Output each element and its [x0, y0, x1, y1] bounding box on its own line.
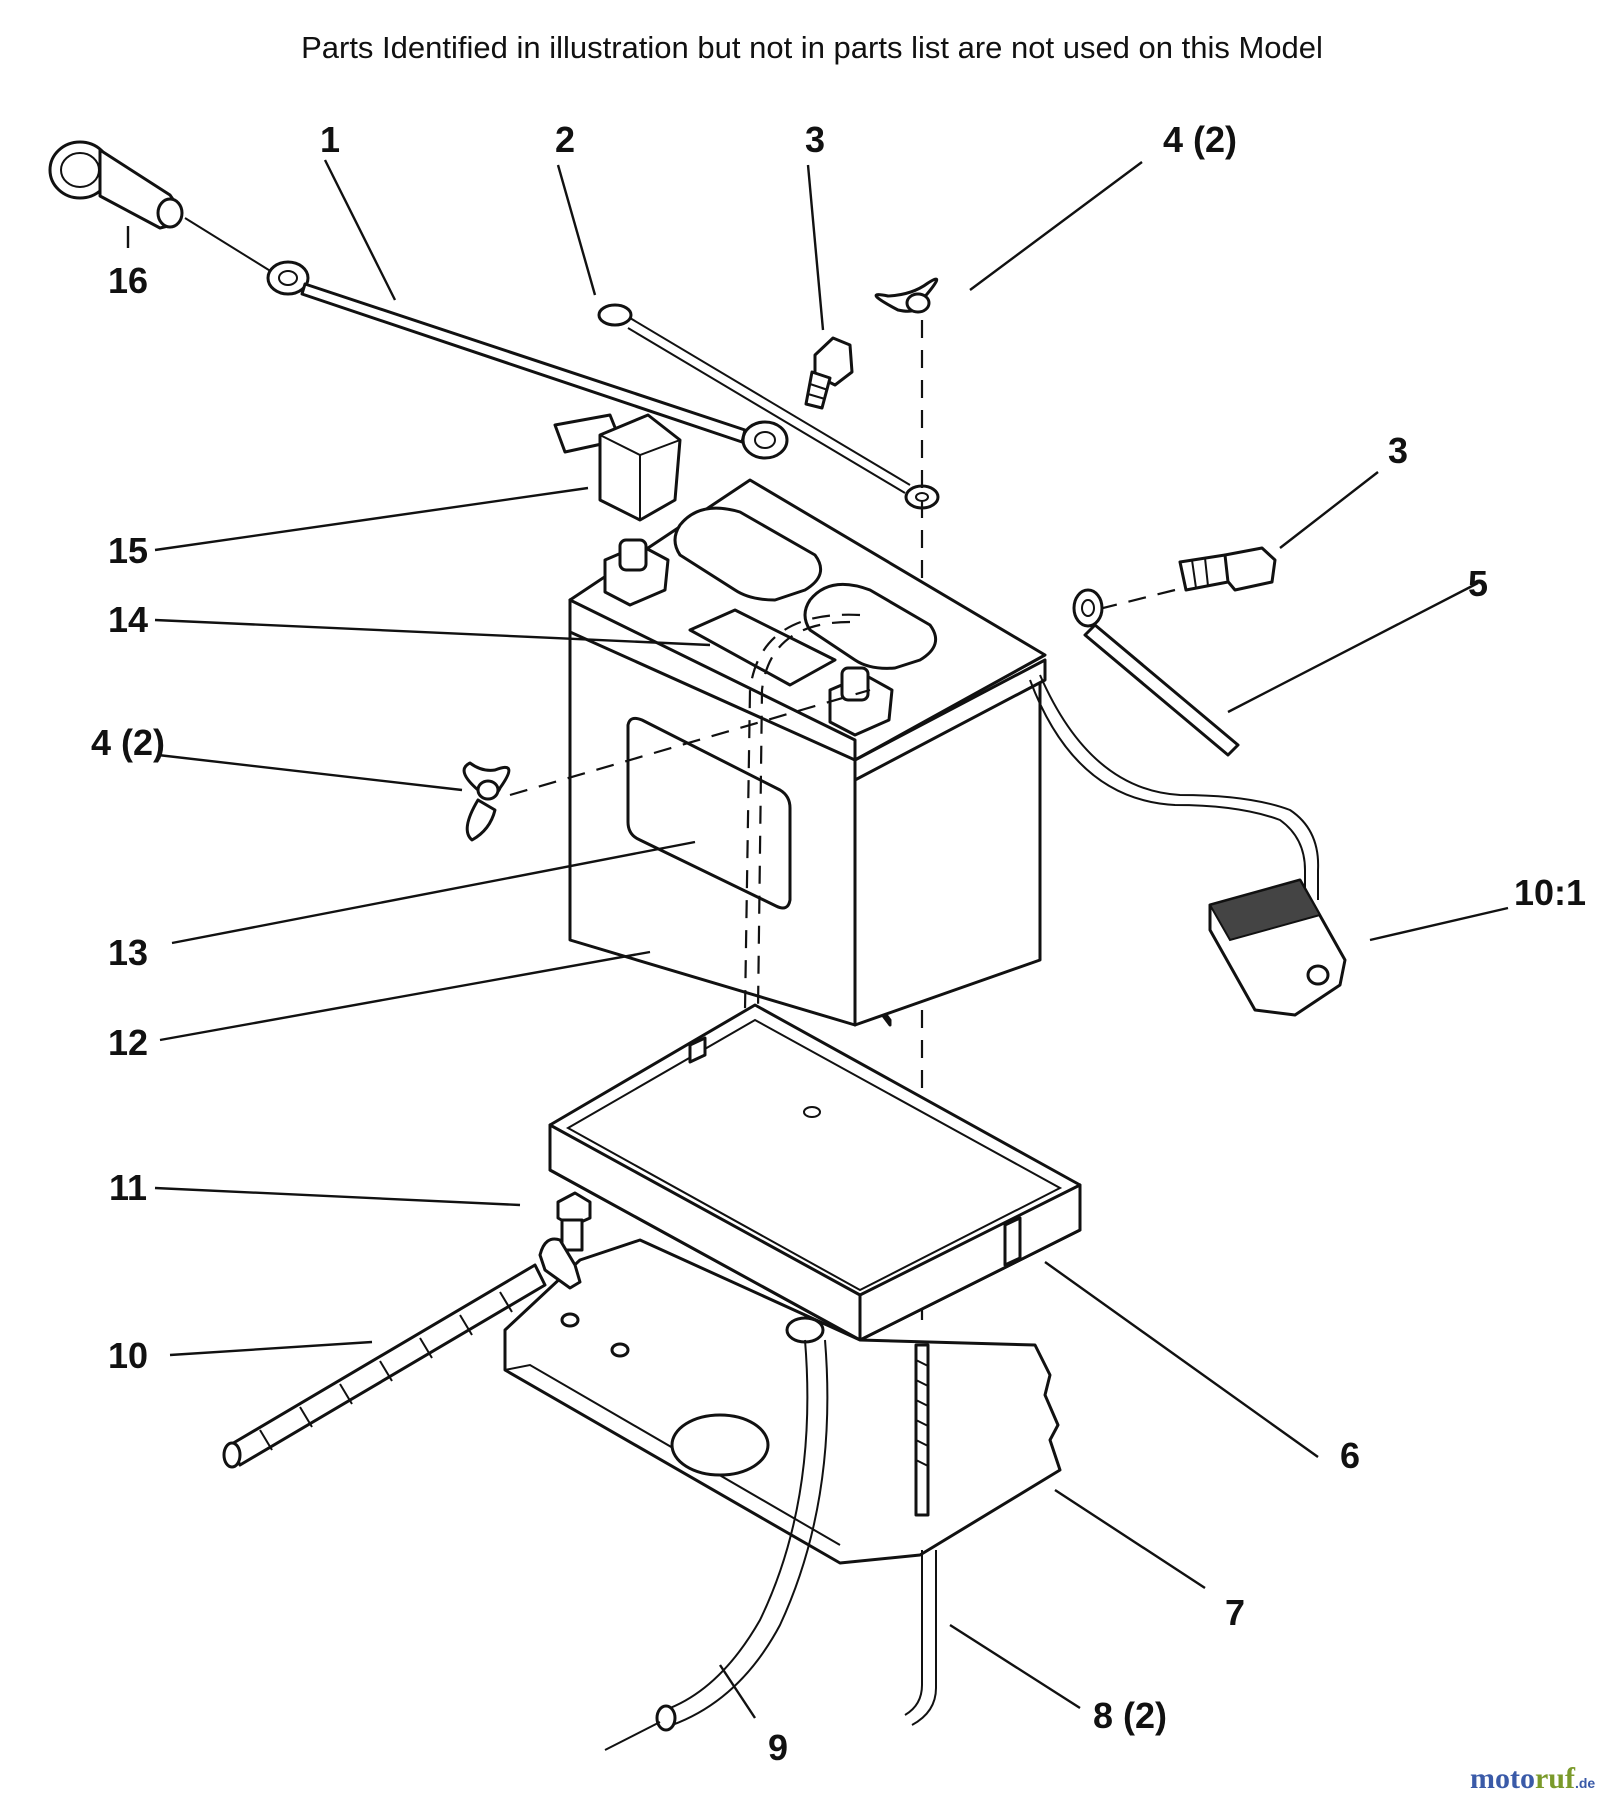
callout-4-left: 4 (2): [91, 722, 165, 763]
watermark-logo: motoruf.de: [1470, 1762, 1595, 1795]
callout-16: 16: [108, 260, 148, 301]
callout-9: 9: [768, 1727, 788, 1768]
callout-7: 7: [1225, 1592, 1245, 1633]
watermark-brand-a: moto: [1470, 1762, 1535, 1795]
callout-15: 15: [108, 530, 148, 571]
watermark-brand-b: ruf: [1535, 1762, 1576, 1795]
clamp-bolt-part: [538, 1191, 592, 1290]
top-label-part: [688, 608, 837, 687]
bolt-right-part: [1178, 546, 1277, 592]
sleeved-cable-part: [222, 1263, 547, 1469]
bolt-top-part: [804, 336, 854, 410]
watermark-suffix: .de: [1575, 1775, 1595, 1791]
callout-5: 5: [1468, 563, 1488, 604]
drain-hose-part: [604, 1339, 829, 1751]
callout-13: 13: [108, 932, 148, 973]
svg-text:motoruf.de: motoruf.de: [1470, 1762, 1595, 1795]
callout-2: 2: [555, 119, 575, 160]
leader-lines: [126, 159, 1509, 1719]
callout-10: 10: [108, 1335, 148, 1376]
terminal-cover-part: [553, 413, 682, 522]
connector-part: [1029, 674, 1347, 1017]
wing-nut-top-part: [874, 277, 939, 314]
battery-cable-part: [184, 217, 789, 460]
callout-14: 14: [108, 599, 148, 640]
callout-4-top: 4 (2): [1163, 119, 1237, 160]
callout-3-top: 3: [805, 119, 825, 160]
side-label-part: [626, 716, 792, 910]
hold-down-bolt-part: [904, 1343, 937, 1726]
callout-1: 1: [320, 119, 340, 160]
callout-11: 11: [109, 1167, 147, 1208]
battery-tray-part: [548, 1003, 1082, 1342]
callout-3-right: 3: [1388, 430, 1408, 471]
callout-6: 6: [1340, 1435, 1360, 1476]
ground-cable-part: [1072, 588, 1240, 757]
callout-12: 12: [108, 1022, 148, 1063]
callout-8-2: 8 (2): [1093, 1695, 1167, 1736]
callout-10-1: 10:1: [1514, 872, 1586, 913]
header-note: Parts Identified in illustration but not…: [301, 30, 1323, 65]
battery-part: [568, 478, 1047, 1027]
wing-nut-left-part: [462, 761, 511, 842]
terminal-boot-part: [48, 140, 184, 230]
